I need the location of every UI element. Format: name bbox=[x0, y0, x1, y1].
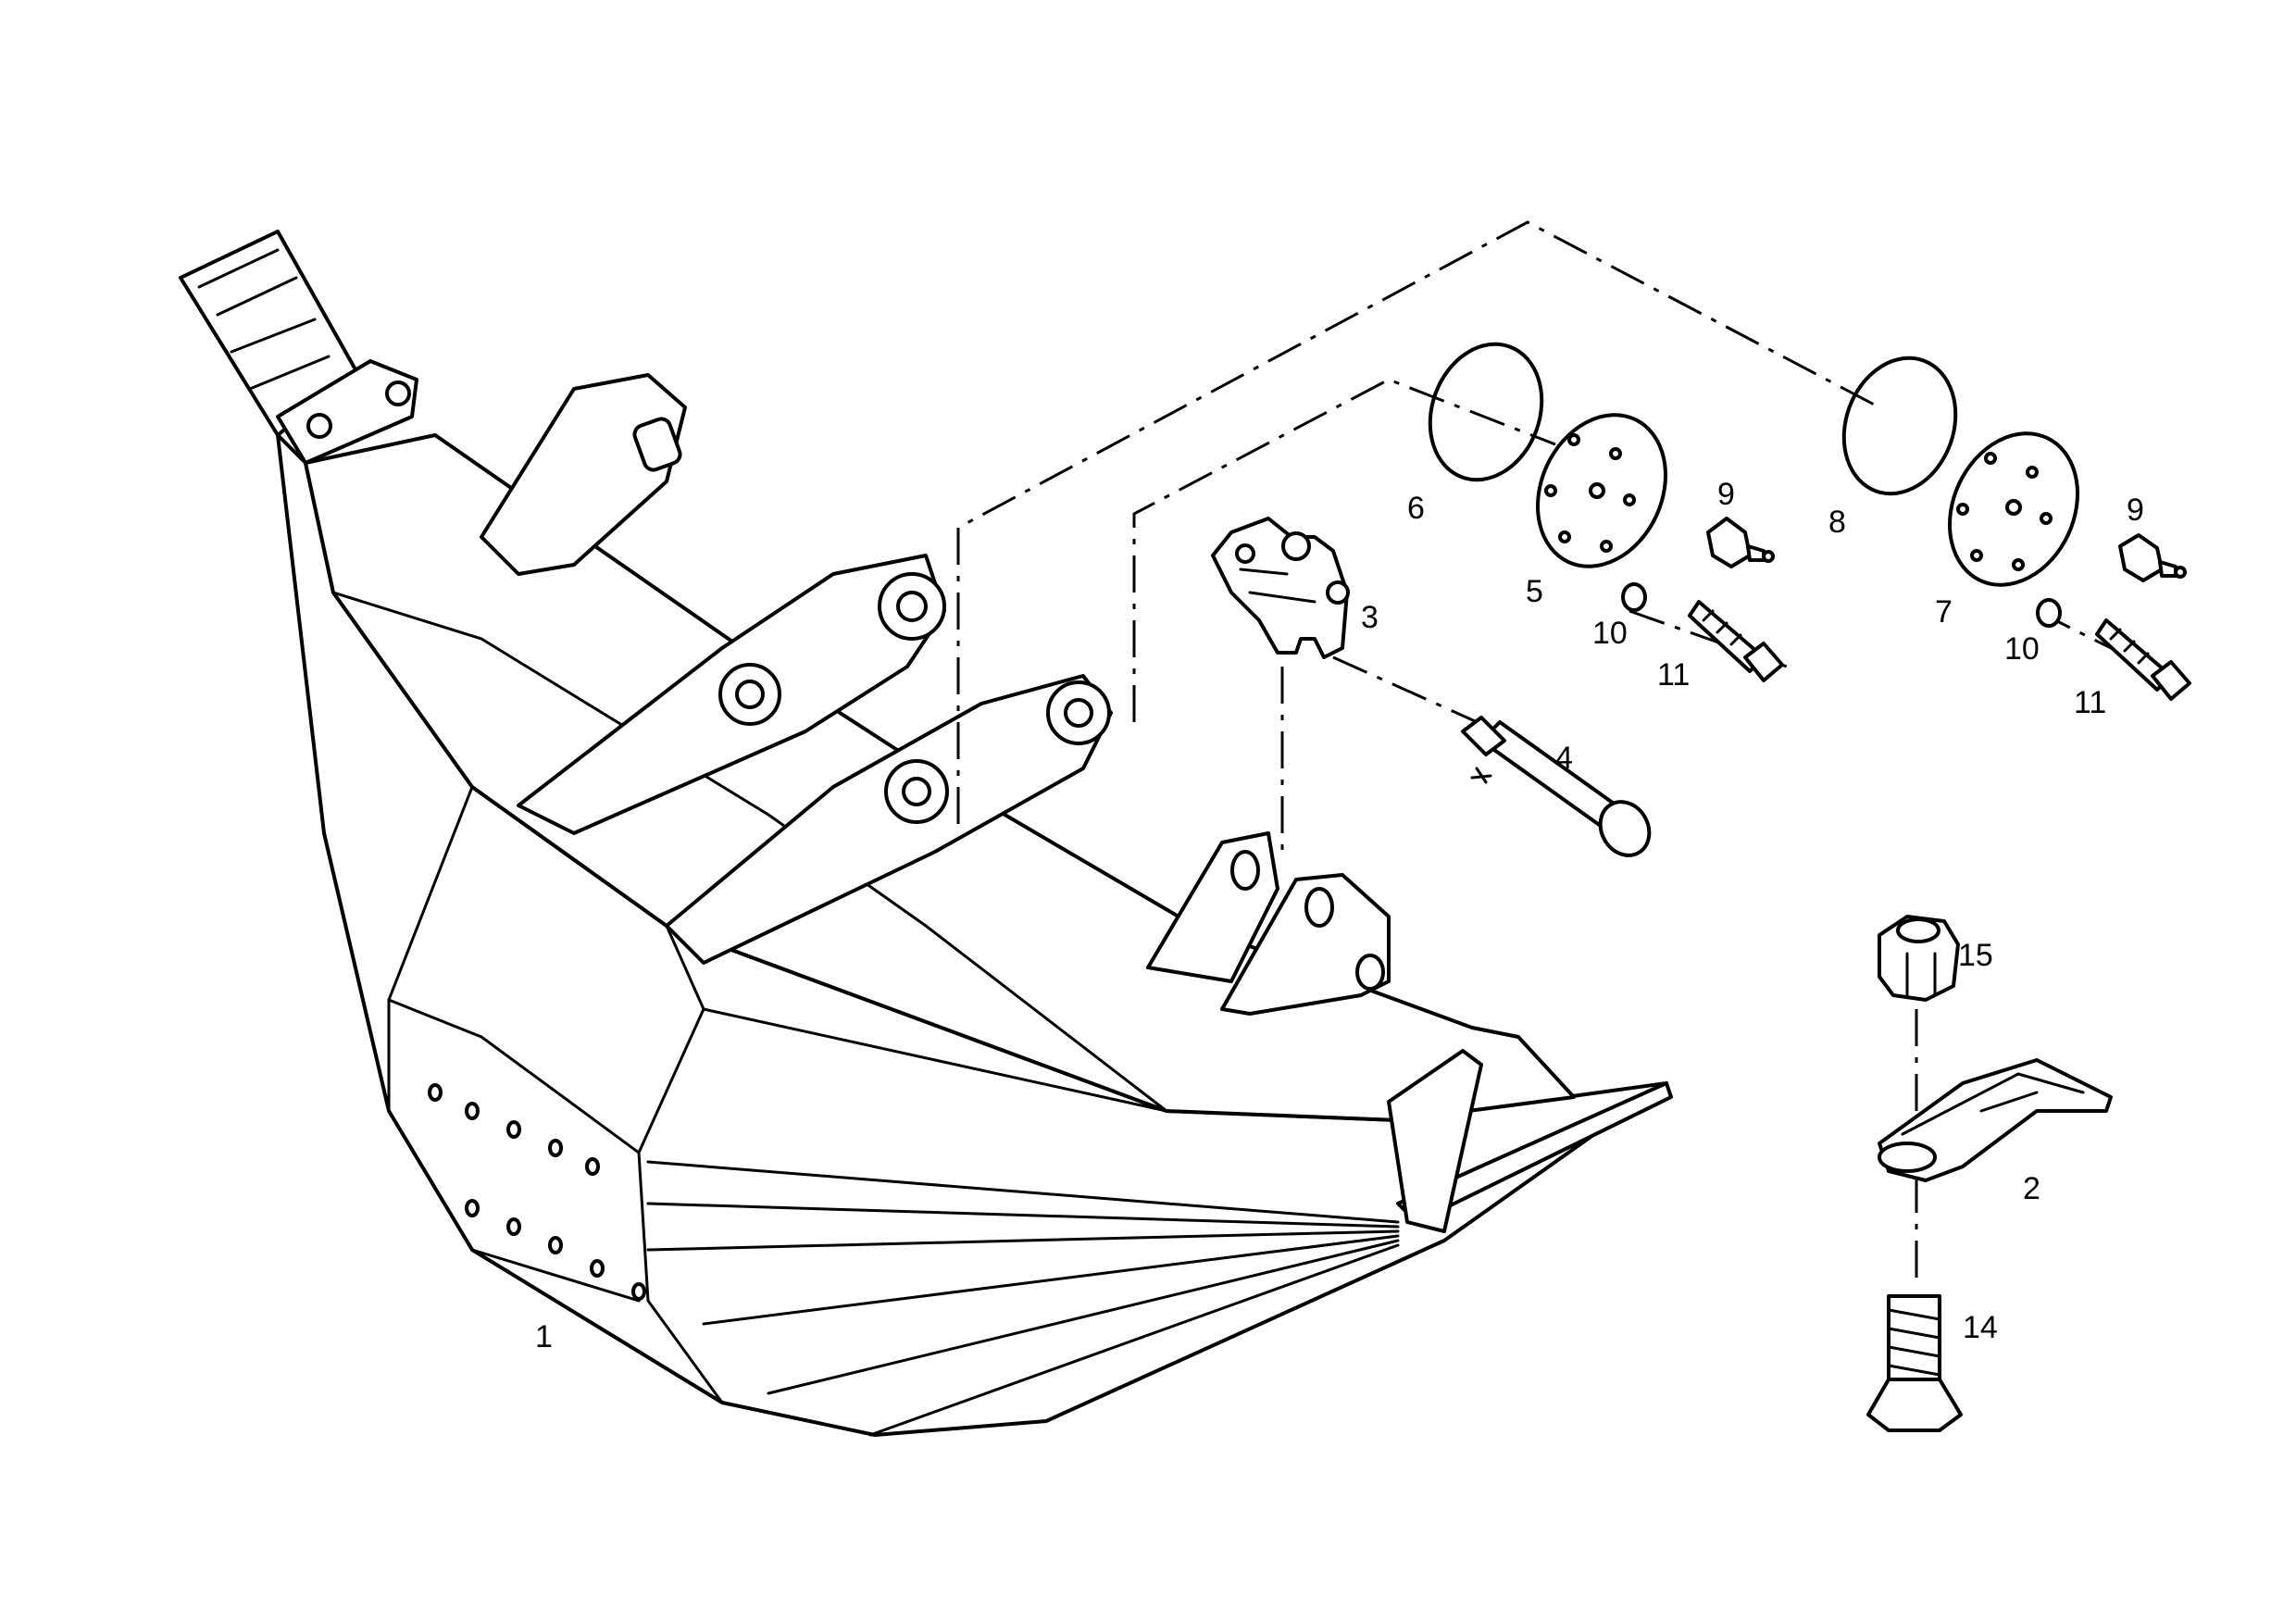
bucket-lug-4b-hole-2 bbox=[1355, 954, 1385, 991]
label-part-10-a: 10 bbox=[1592, 616, 1628, 651]
leader-to-ring-8 bbox=[956, 220, 1880, 824]
bucket-top-bracket-hole-a bbox=[306, 413, 332, 439]
label-part-7: 7 bbox=[1935, 594, 1953, 630]
part-8-o-ring bbox=[1841, 356, 1958, 496]
part-10-washer-b bbox=[2036, 598, 2062, 628]
bucket-lug-4a-hole bbox=[1230, 850, 1260, 891]
part-9-grease-nipple-a bbox=[1706, 517, 1775, 568]
part-3-bracket bbox=[1211, 517, 1350, 659]
bucket-upper-crease bbox=[702, 1007, 1168, 1113]
bucket-lug-3-hole bbox=[1064, 698, 1093, 728]
bucket-top-bracket bbox=[276, 359, 418, 465]
label-part-2: 2 bbox=[2023, 1171, 2040, 1206]
label-part-11-a: 11 bbox=[1657, 657, 1690, 692]
part-4-head bbox=[1598, 800, 1652, 857]
part-3-detail bbox=[1239, 568, 1316, 604]
bucket-beam-edge bbox=[331, 591, 1168, 1113]
bucket-bolt-holes bbox=[428, 1083, 646, 1301]
bucket-lug-1 bbox=[480, 373, 687, 576]
bucket-lug-2-hole bbox=[896, 591, 928, 622]
bucket-lug-3b-hole bbox=[902, 777, 931, 806]
label-part-14: 14 bbox=[1963, 1310, 1998, 1345]
bucket bbox=[179, 230, 1673, 1437]
bucket-facet-d bbox=[470, 1248, 641, 1303]
part-3-hole-b bbox=[1281, 531, 1311, 561]
label-part-4: 4 bbox=[1555, 741, 1573, 776]
label-part-5: 5 bbox=[1526, 574, 1543, 609]
label-part-9-a: 9 bbox=[1717, 477, 1735, 512]
part-7-disc bbox=[1948, 431, 2079, 587]
leader-to-ring-6 bbox=[1132, 378, 1556, 722]
label-part-9-b: 9 bbox=[2127, 493, 2144, 528]
leader-pin-4 bbox=[1332, 655, 1519, 742]
part-4-pin bbox=[1461, 716, 1652, 857]
part-labels: 1 2 3 4 5 6 7 8 9 9 10 10 11 11 14 15 bbox=[535, 477, 2144, 1354]
bucket-lug-1-bush bbox=[632, 417, 682, 472]
part-10-washer-a bbox=[1621, 582, 1647, 612]
label-part-15: 15 bbox=[1958, 938, 1993, 973]
part-11-bolt-b bbox=[2095, 618, 2191, 701]
bucket-arm-ribs bbox=[197, 248, 331, 391]
part-7-cover-plate bbox=[1948, 431, 2079, 587]
label-part-6: 6 bbox=[1407, 491, 1425, 526]
part-2-tooth bbox=[1878, 1058, 2113, 1182]
part-15-nut bbox=[1878, 915, 1960, 1002]
part-6-o-ring bbox=[1428, 342, 1544, 482]
part-4-clip bbox=[1470, 767, 1492, 784]
part-5-cover-plate bbox=[1536, 413, 1667, 568]
part-3-hole-c bbox=[1326, 580, 1350, 605]
bucket-lug-4b bbox=[1220, 873, 1391, 1016]
part-11-bolt-a bbox=[1688, 600, 1784, 682]
label-part-8: 8 bbox=[1828, 505, 1846, 540]
leader-lines bbox=[956, 220, 2186, 1287]
part-14-tooth-bolt bbox=[1866, 1294, 1963, 1432]
part-3-hole-a bbox=[1235, 543, 1255, 564]
part-9-grease-nipple-b bbox=[2118, 533, 2187, 582]
bucket-lug-4b-hole bbox=[1304, 887, 1334, 928]
label-part-11-b: 11 bbox=[2074, 685, 2106, 720]
part-4-collar bbox=[1461, 716, 1506, 756]
bucket-side-cutter bbox=[1387, 1049, 1483, 1233]
bucket-fan-lines bbox=[646, 1160, 1400, 1437]
label-part-3: 3 bbox=[1361, 600, 1379, 635]
label-part-10-b: 10 bbox=[2004, 631, 2040, 667]
bucket-top-bracket-hole-b bbox=[385, 381, 411, 406]
bucket-lug-2b-hole bbox=[735, 680, 765, 709]
label-part-1: 1 bbox=[535, 1319, 553, 1354]
